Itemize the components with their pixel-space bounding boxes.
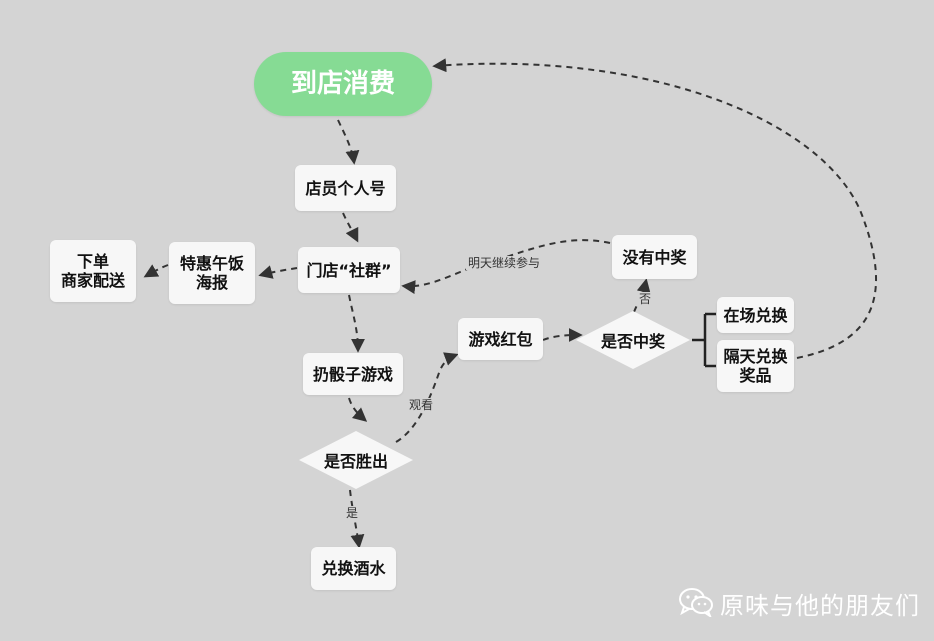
game-red-packet-node: 游戏红包: [458, 318, 543, 360]
order-delivery-node: 下单 商家配送: [50, 240, 136, 302]
staff-account-node: 店员个人号: [295, 165, 396, 211]
edge-group-to-dice: [348, 294, 365, 353]
watermark: 原味与他的朋友们: [678, 586, 920, 621]
edge-start-to-staff: [337, 119, 360, 165]
edge-winq-to-redpack: [395, 352, 459, 443]
edge-staff-to-group: [342, 212, 359, 243]
next-day-exchange-node: 隔天兑换 奖品: [717, 340, 794, 392]
edge-nextday-to-start: [432, 58, 877, 359]
win-decision-node: 是否胜出: [298, 430, 414, 490]
prize-decision-node: 是否中奖: [575, 310, 691, 370]
exchange-drink-node: 兑换酒水: [311, 547, 396, 590]
watermark-text: 原味与他的朋友们: [720, 592, 920, 620]
lunch-poster-node: 特惠午饭 海报: [169, 242, 255, 304]
edge-label-continue-tomorrow: 明天继续参与: [466, 256, 543, 270]
wechat-icon: [678, 587, 714, 621]
no-prize-node: 没有中奖: [612, 235, 697, 279]
edge-group-to-poster: [258, 265, 298, 279]
edge-label-no: 否: [637, 292, 654, 306]
edge-poster-to-order: [143, 264, 169, 278]
edge-dice-to-winq: [348, 397, 368, 422]
edge-label-yes: 是: [344, 506, 361, 520]
onsite-exchange-node: 在场兑换: [717, 297, 794, 333]
edge-redpack-to-prizeq: [542, 328, 583, 343]
branch-brace: [692, 312, 716, 368]
store-group-node: 门店“社群”: [298, 247, 400, 293]
start-node-in-store-consumption: 到店消费: [254, 52, 432, 116]
edge-label-watch: 观看: [407, 398, 436, 412]
dice-game-node: 扔骰子游戏: [303, 353, 403, 395]
